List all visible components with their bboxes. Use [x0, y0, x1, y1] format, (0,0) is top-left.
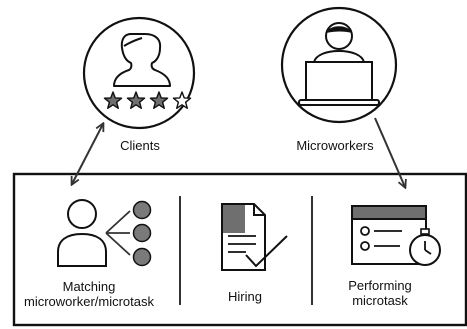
- clients-matching-arrow: [72, 124, 103, 184]
- rating-stars-icon: [103, 91, 192, 109]
- process-box: [12, 172, 467, 327]
- hiring-label: Hiring: [228, 289, 262, 304]
- performing-label: Performing microtask: [348, 278, 412, 308]
- microworkers-label: Microworkers: [296, 138, 374, 153]
- performing-task-icon: [351, 205, 441, 266]
- star-filled-icon: [149, 91, 169, 109]
- clients-label: Clients: [120, 138, 160, 153]
- star-empty-icon: [172, 91, 192, 109]
- hiring-document-icon: [221, 203, 288, 271]
- worker-laptop-icon: [298, 22, 380, 106]
- microworkers-performing-arrow: [374, 117, 405, 187]
- matching-label: Matching microworker/microtask: [23, 279, 154, 309]
- clients-node: [82, 16, 196, 130]
- star-filled-icon: [126, 91, 146, 109]
- star-filled-icon: [103, 91, 123, 109]
- stopwatch-icon: [409, 228, 441, 266]
- client-person-icon: [113, 33, 171, 87]
- matching-icon: [57, 199, 152, 267]
- microworkers-node: [280, 6, 398, 124]
